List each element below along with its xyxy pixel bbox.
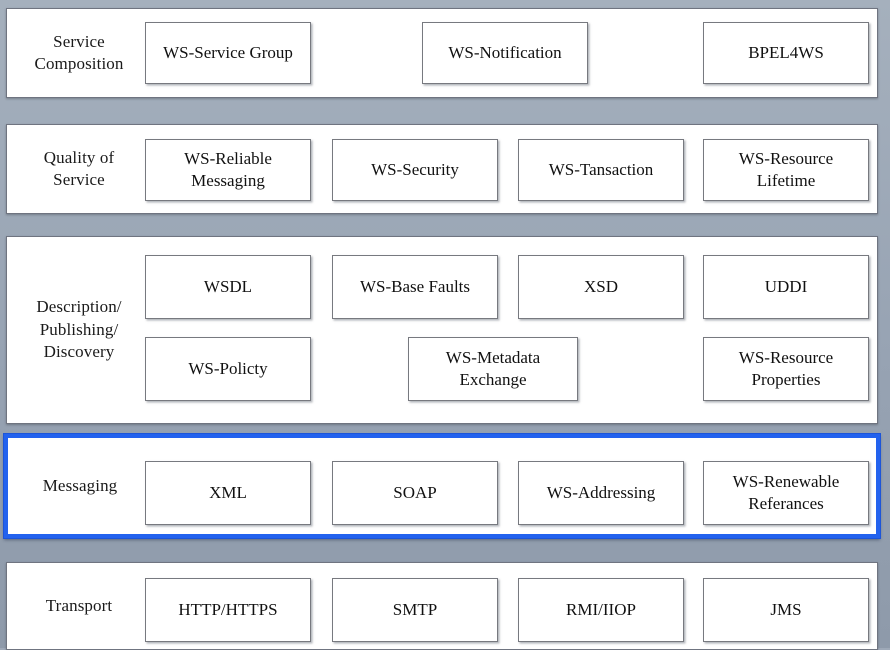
layer-label-transport: Transport — [45, 595, 113, 615]
component-box-ws-policty: WS-Policty — [145, 337, 311, 401]
component-label-ws-resource-lifetime: WS-Resource Lifetime — [738, 148, 834, 190]
layer-label-quality-of-service: Quality of Service — [43, 147, 115, 189]
component-box-ws-notification: WS-Notification — [422, 22, 588, 84]
component-box-ws-renewable-referances: WS-Renewable Referances — [703, 461, 869, 525]
component-box-xsd: XSD — [518, 255, 684, 319]
component-label-xml: XML — [209, 482, 247, 502]
layer-label-service-composition: Service Composition — [34, 31, 124, 73]
component-label-jms: JMS — [770, 599, 802, 619]
component-box-ws-security: WS-Security — [332, 139, 498, 201]
component-label-uddi: UDDI — [764, 276, 808, 296]
component-box-ws-resource-properties: WS-Resource Properties — [703, 337, 869, 401]
component-label-ws-reliable-messaging: WS-Reliable Messaging — [184, 148, 272, 190]
component-label-ws-notification: WS-Notification — [448, 42, 562, 62]
component-box-wsdl: WSDL — [145, 255, 311, 319]
component-label-ws-security: WS-Security — [371, 159, 459, 179]
component-label-soap: SOAP — [393, 482, 437, 502]
component-label-ws-metadata-exchange: WS-Metadata Exchange — [445, 347, 541, 389]
component-box-ws-metadata-exchange: WS-Metadata Exchange — [408, 337, 578, 401]
component-label-smtp: SMTP — [392, 599, 438, 619]
component-box-jms: JMS — [703, 578, 869, 642]
component-label-http-https: HTTP/HTTPS — [178, 599, 278, 619]
component-label-rmi-iiop: RMI/IIOP — [566, 599, 636, 619]
component-label-ws-tansaction: WS-Tansaction — [548, 159, 654, 179]
component-box-ws-resource-lifetime: WS-Resource Lifetime — [703, 139, 869, 201]
component-label-bpel4ws: BPEL4WS — [748, 42, 824, 62]
component-box-bpel4ws: BPEL4WS — [703, 22, 869, 84]
component-box-ws-reliable-messaging: WS-Reliable Messaging — [145, 139, 311, 201]
layer-label-messaging: Messaging — [42, 475, 118, 495]
component-label-wsdl: WSDL — [203, 276, 253, 296]
component-label-ws-policty: WS-Policty — [188, 358, 268, 378]
component-box-uddi: UDDI — [703, 255, 869, 319]
component-label-ws-service-group: WS-Service Group — [163, 42, 293, 62]
component-label-xsd: XSD — [583, 276, 618, 296]
component-box-rmi-iiop: RMI/IIOP — [518, 578, 684, 642]
component-label-ws-renewable-referances: WS-Renewable Referances — [732, 471, 840, 513]
layer-label-description-publishing-discovery: Description/ Publishing/ Discovery — [36, 297, 122, 362]
component-box-smtp: SMTP — [332, 578, 498, 642]
component-box-ws-base-faults: WS-Base Faults — [332, 255, 498, 319]
component-box-xml: XML — [145, 461, 311, 525]
component-label-ws-addressing: WS-Addressing — [546, 482, 656, 502]
component-label-ws-resource-properties: WS-Resource Properties — [738, 347, 834, 389]
component-box-soap: SOAP — [332, 461, 498, 525]
component-box-ws-addressing: WS-Addressing — [518, 461, 684, 525]
component-box-ws-tansaction: WS-Tansaction — [518, 139, 684, 201]
component-box-ws-service-group: WS-Service Group — [145, 22, 311, 84]
component-label-ws-base-faults: WS-Base Faults — [359, 276, 471, 296]
component-box-http-https: HTTP/HTTPS — [145, 578, 311, 642]
